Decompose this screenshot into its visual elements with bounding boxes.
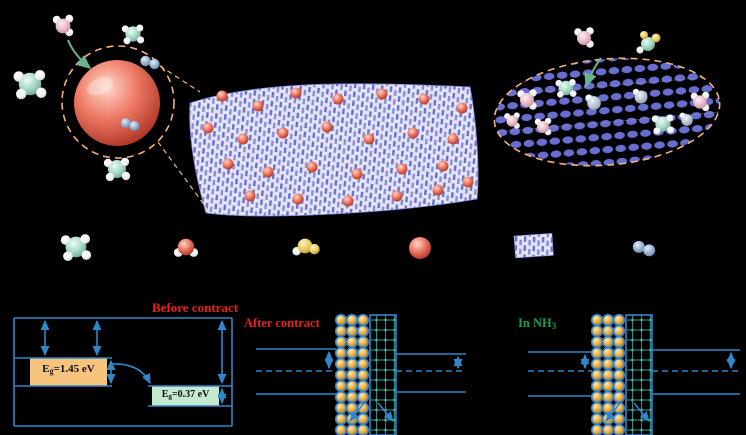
charge-flow-arrow	[633, 402, 650, 422]
nanoparticle-large	[74, 60, 160, 146]
band-diagram-before	[13, 317, 233, 427]
bandgap-box-left	[30, 358, 107, 386]
charge-flow-arrow	[349, 402, 365, 422]
top-schematic	[13, 14, 723, 217]
after-contact-title: After contract	[244, 316, 320, 330]
band-diagram-nh3	[528, 315, 740, 435]
in-nh3-title-text: In NH	[518, 316, 552, 330]
teal-yellow-molecule-icon	[636, 31, 661, 54]
electron-transfer-arrow	[111, 363, 151, 385]
pink-gas-molecule-icon	[574, 27, 594, 48]
adsorption-arrow-left	[67, 39, 92, 70]
charge-flow-arrow	[605, 402, 621, 422]
legend-row	[60, 233, 656, 262]
charge-flow-arrow	[377, 402, 394, 422]
teal-gas-molecule-icon	[103, 157, 131, 182]
in-nh3-title: In NH3	[518, 316, 557, 332]
band-diagram-after	[256, 315, 466, 435]
in-nh3-title-subscript: 3	[551, 320, 557, 331]
bandgap-subscript: g	[168, 392, 172, 401]
nanoparticle-icon	[409, 237, 431, 259]
nanosheet	[189, 83, 479, 217]
nanoparticle-inset	[13, 14, 175, 182]
teal-gas-molecule-icon	[60, 234, 92, 262]
before-contact-title: Before contract	[152, 300, 239, 315]
yellow-gas-molecule-icon	[292, 238, 320, 256]
magnifier-ellipse	[493, 57, 721, 167]
lattice-inset	[493, 27, 723, 167]
nanoparticles-on-sheet	[202, 87, 474, 207]
red-gas-molecule-icon	[173, 238, 199, 257]
magnifier-circle	[61, 45, 175, 159]
teal-gas-molecule-icon	[13, 70, 47, 100]
adsorption-arrow-right	[584, 57, 602, 88]
blue-diatomic-molecule-icon	[140, 55, 160, 70]
bandgap-subscript: g	[49, 366, 54, 376]
bandgap-symbol: E	[42, 363, 50, 375]
blue-diatomic-molecule-icon	[632, 240, 656, 257]
bandgap-label-right: Eg=0.37 eV	[152, 389, 219, 401]
bandgap-symbol: E	[161, 389, 169, 400]
nanosheet-icon	[513, 233, 554, 259]
bandgap-value: =1.45 eV	[53, 363, 95, 375]
teal-gas-molecule-icon	[121, 24, 145, 45]
bandgap-label-left: Eg=1.45 eV	[30, 363, 107, 376]
magnifier-connectors	[157, 65, 209, 211]
pink-gas-molecule-icon	[52, 14, 74, 37]
heterojunction-interface	[336, 315, 396, 435]
heterojunction-interface	[592, 315, 652, 435]
bandgap-box-right	[152, 386, 219, 406]
bandgap-value: =0.37 eV	[171, 389, 210, 400]
